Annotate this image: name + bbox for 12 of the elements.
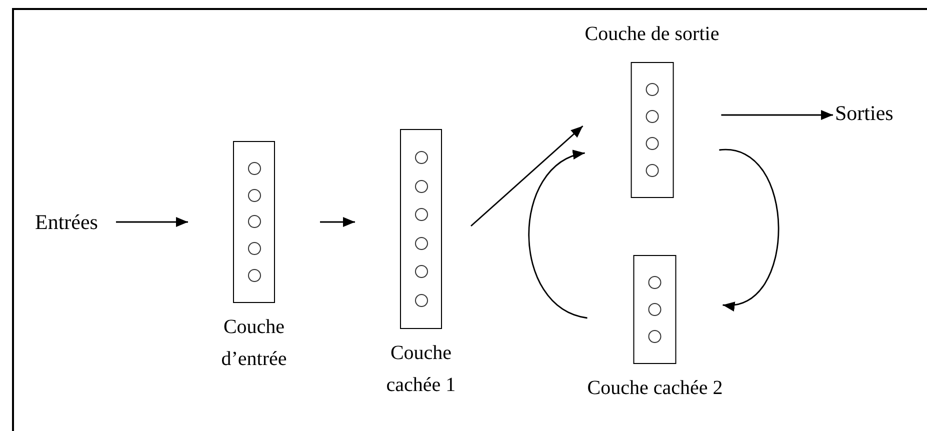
io-label: Sorties — [835, 101, 894, 125]
arrow — [116, 217, 188, 227]
arrow — [528, 152, 588, 319]
arrow — [320, 217, 355, 227]
arrow — [721, 110, 833, 120]
layer-label: Couche d’entrée — [220, 315, 288, 372]
layer-label: Couche de sortie — [584, 22, 720, 47]
arrow — [719, 149, 780, 310]
io-label: Entrées — [35, 210, 98, 234]
layer-label: Couche cachée 2 — [587, 376, 723, 401]
layer-label: Couche cachée 1 — [385, 341, 457, 398]
arrow — [470, 125, 584, 227]
